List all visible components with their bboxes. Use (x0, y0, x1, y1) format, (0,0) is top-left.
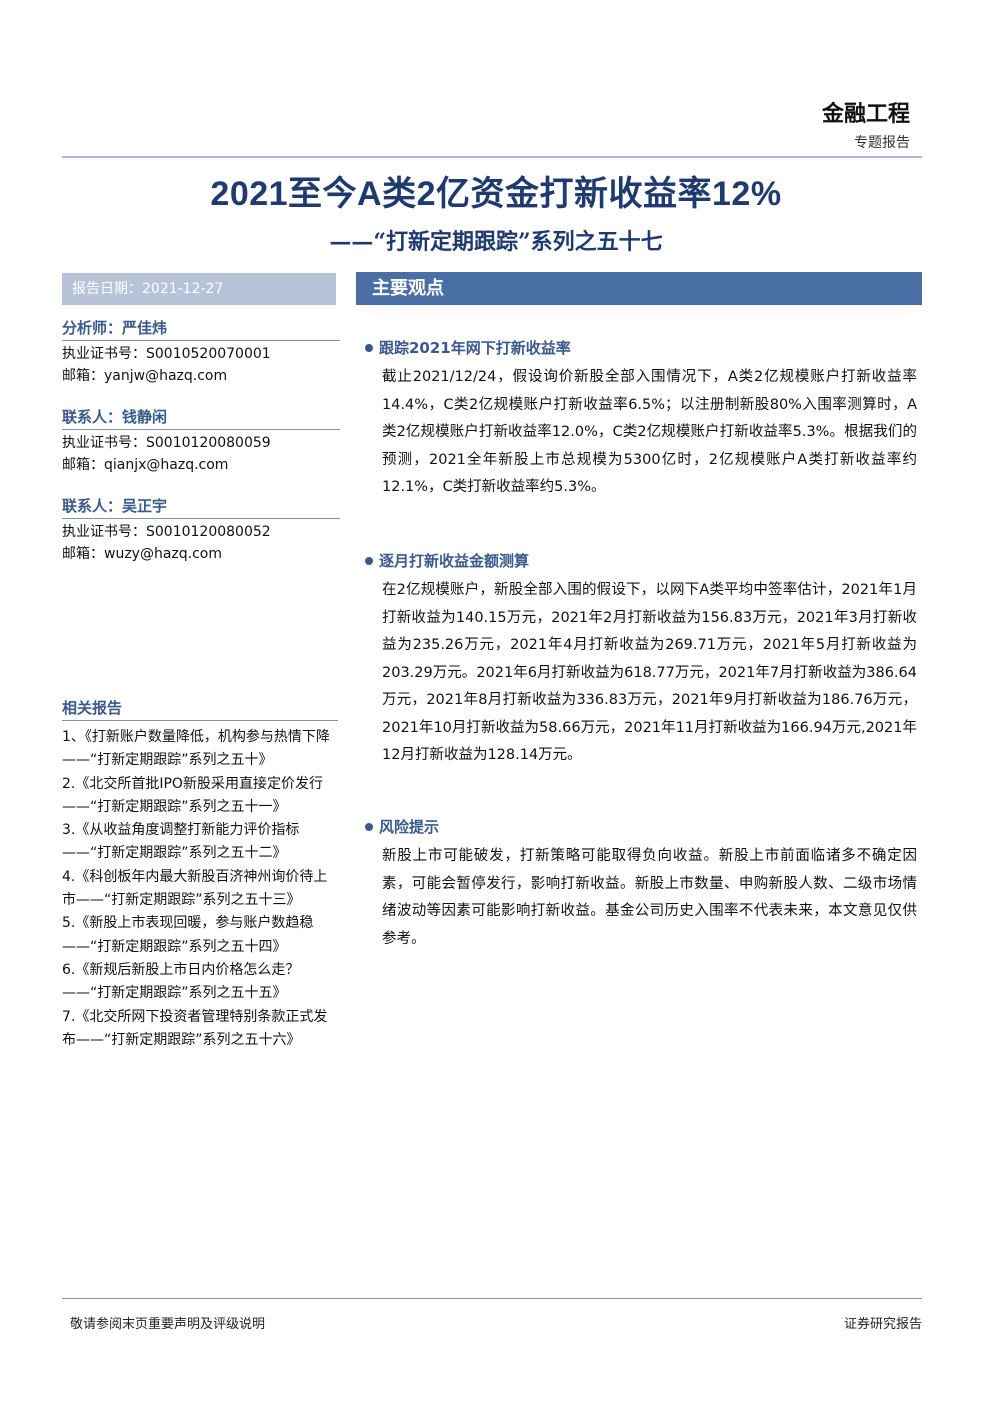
contact-role: 联系人：吴正宇 (62, 497, 168, 515)
related-reports-divider (62, 720, 338, 721)
report-subtitle: ——“打新定期跟踪”系列之五十七 (329, 229, 663, 255)
section-heading-text: 跟踪2021年网下打新收益率 (379, 339, 571, 357)
header-subcategory: 专题报告 (854, 135, 910, 151)
contact-block: 分析师：严佳炜 执业证书号：S0010520070001 邮箱：yanjw@ha… (62, 316, 340, 387)
contact-email: 邮箱：wuzy@hazq.com (62, 546, 222, 562)
contact-cert: 执业证书号：S0010120080059 (62, 435, 271, 451)
related-report-link[interactable]: 3.《从收益角度调整打新能力评价指标——“打新定期跟踪”系列之五十二》 (62, 822, 300, 862)
bullet-icon (365, 343, 373, 352)
contact-email: 邮箱：yanjw@hazq.com (62, 368, 228, 384)
related-report-link[interactable]: 1、《打新账户数量降低，机构参与热情下降——“打新定期跟踪”系列之五十》 (62, 729, 330, 769)
footer-disclaimer: 敬请参阅末页重要声明及评级说明 (70, 1317, 266, 1332)
related-report-link[interactable]: 4.《科创板年内最大新股百济神州询价待上市——“打新定期跟踪”系列之五十三》 (62, 868, 328, 909)
report-title: 2021至今A类2亿资金打新收益率12% (210, 175, 782, 213)
related-report-link[interactable]: 6.《新规后新股上市日内价格怎么走？——“打新定期跟踪”系列之五十五》 (62, 961, 300, 1002)
contact-block: 联系人：钱静闲 执业证书号：S0010120080059 邮箱：qianjx@h… (62, 405, 340, 476)
related-report-link[interactable]: 7.《北交所网下投资者管理特别条款正式发布——“打新定期跟踪”系列之五十六》 (62, 1008, 328, 1048)
contact-cert: 执业证书号：S0010520070001 (62, 346, 271, 362)
header-divider (62, 156, 922, 158)
main-viewpoints-heading: 主要观点 (356, 272, 922, 305)
section-heading-text: 逐月打新收益金额测算 (379, 552, 530, 570)
header-category: 金融工程 (821, 101, 910, 127)
section-heading-text: 风险提示 (379, 818, 440, 836)
contact-role: 联系人：钱静闲 (62, 408, 168, 426)
related-report-link[interactable]: 2.《北交所首批IPO新股采用直接定价发行——“打新定期跟踪”系列之五十一》 (62, 775, 323, 815)
contact-divider (62, 340, 340, 341)
section-body: 在2亿规模账户，新股全部入围的假设下，以网下A类平均中签率估计，2021年1月打… (382, 582, 917, 763)
footer-report-type: 证券研究报告 (843, 1317, 922, 1332)
related-report-link[interactable]: 5.《新股上市表现回暖，参与账户数趋稳——“打新定期跟踪”系列之五十四》 (62, 915, 314, 955)
contact-role: 分析师：严佳炜 (62, 319, 168, 337)
contact-cert: 执业证书号：S0010120080052 (62, 524, 271, 540)
report-date: 报告日期：2021-12-27 (62, 273, 336, 305)
related-reports-title: 相关报告 (62, 699, 123, 717)
bullet-icon (365, 822, 373, 831)
contact-email: 邮箱：qianjx@hazq.com (62, 457, 229, 473)
section-body: 新股上市可能破发，打新策略可能取得负向收益。新股上市前面临诸多不确定因素，可能会… (382, 848, 917, 947)
contact-block: 联系人：吴正宇 执业证书号：S0010120080052 邮箱：wuzy@haz… (62, 494, 340, 565)
section-body: 截止2021/12/24，假设询价新股全部入围情况下，A类2亿规模账户打新收益率… (382, 369, 917, 495)
contact-divider (62, 429, 340, 430)
section-heading: 风险提示 (365, 815, 917, 839)
footer-divider (62, 1298, 922, 1299)
section-monthly: 逐月打新收益金额测算 在2亿规模账户，新股全部入围的假设下，以网下A类平均中签率… (365, 549, 917, 770)
section-risk: 风险提示 新股上市可能破发，打新策略可能取得负向收益。新股上市前面临诸多不确定因… (365, 815, 917, 953)
section-tracking: 跟踪2021年网下打新收益率 截止2021/12/24，假设询价新股全部入围情况… (365, 336, 917, 502)
related-reports-list: 1、《打新账户数量降低，机构参与热情下降——“打新定期跟踪”系列之五十》 2.《… (62, 726, 338, 1052)
section-heading: 逐月打新收益金额测算 (365, 549, 917, 573)
section-heading: 跟踪2021年网下打新收益率 (365, 336, 917, 360)
bullet-icon (365, 556, 373, 565)
contact-divider (62, 518, 340, 519)
